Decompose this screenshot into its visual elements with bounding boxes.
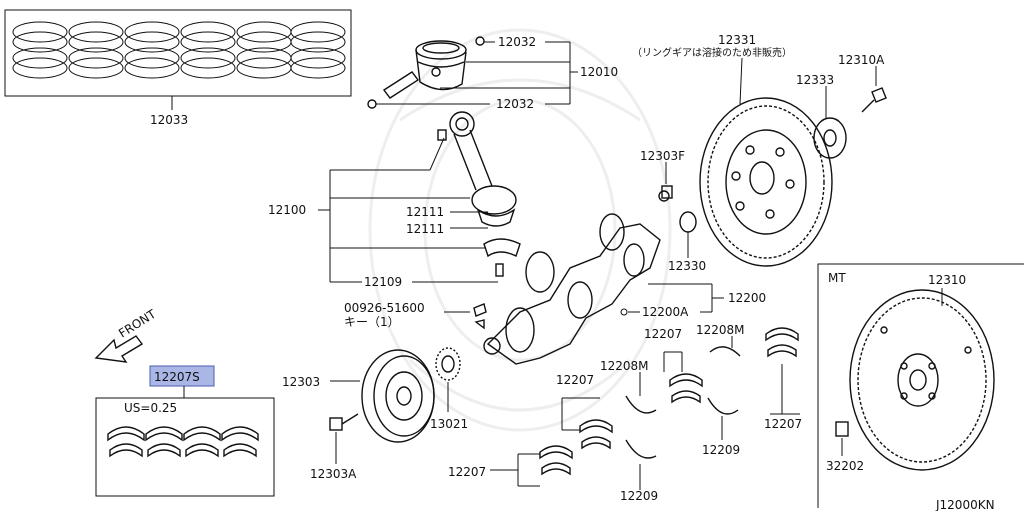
part-label-12207S[interactable]: 12207S [154, 370, 200, 384]
part-label-12200[interactable]: 12200 [728, 291, 766, 305]
part-label-12310A[interactable]: 12310A [838, 53, 885, 67]
piston-rings-box: 12033 [4, 9, 352, 127]
part-label-12200A[interactable]: 12200A [642, 305, 689, 319]
diagram-code: J12000KN [935, 498, 995, 511]
mt-flywheel-box: MT 12310 32202 [817, 263, 1024, 508]
part-label-12208M-a[interactable]: 12208M [600, 359, 649, 373]
part-label-12207-d[interactable]: 12207 [764, 417, 802, 431]
part-label-12330[interactable]: 12330 [668, 259, 706, 273]
flywheel-bolt-graphic [661, 87, 887, 199]
reinforcement-plate-graphic [813, 117, 847, 159]
part-label-12033[interactable]: 12033 [150, 113, 188, 127]
part-label-12032-bottom[interactable]: 12032 [496, 97, 534, 111]
part-label-13021[interactable]: 13021 [430, 417, 468, 431]
flywheel-leaders [665, 57, 877, 184]
watermark-logo [368, 28, 672, 432]
part-label-12333[interactable]: 12333 [796, 73, 834, 87]
piston-graphic [367, 36, 485, 109]
part-label-12207-c[interactable]: 12207 [448, 465, 486, 479]
part-label-12207-a[interactable]: 12207 [556, 373, 594, 387]
mt-label: MT [828, 271, 846, 285]
part-label-12109[interactable]: 12109 [364, 275, 402, 289]
pulley-bolt-graphic [329, 413, 359, 431]
front-label: FRONT [116, 307, 159, 341]
drive-plate-graphic [699, 97, 833, 267]
part-label-12032-top[interactable]: 12032 [498, 35, 536, 49]
crank-pulley-graphic [361, 349, 435, 443]
part-note-12331: （リングギアは溶接のため非販売） [632, 46, 792, 59]
part-label-32202[interactable]: 32202 [826, 459, 864, 473]
part-label-12209-a[interactable]: 12209 [702, 443, 740, 457]
piston-leaders [376, 41, 578, 105]
part-label-12303A[interactable]: 12303A [310, 467, 357, 481]
part-label-12010[interactable]: 12010 [580, 65, 618, 79]
mt-flywheel-graphic [849, 289, 995, 471]
part-label-12303F[interactable]: 12303F [640, 149, 685, 163]
part-label-12303[interactable]: 12303 [282, 375, 320, 389]
part-label-12111-b[interactable]: 12111 [406, 222, 444, 236]
main-bearing-set-graphic [107, 426, 259, 458]
connecting-rod-graphic [437, 111, 521, 277]
part-label-12208M-b[interactable]: 12208M [696, 323, 745, 337]
main-bearings-graphic [539, 327, 799, 476]
bearing-set-box: US=0.25 [95, 397, 275, 497]
piston-ring-set-graphic [12, 21, 346, 79]
crankshaft-leaders [444, 232, 724, 313]
us-size-note: US=0.25 [124, 401, 177, 415]
highlight-box-12207S[interactable] [149, 365, 215, 387]
part-label-00926-51600[interactable]: 00926-51600 [344, 301, 425, 315]
part-label-12310[interactable]: 12310 [928, 273, 966, 287]
pulley-leaders [330, 380, 449, 464]
connecting-rod-leaders [318, 137, 498, 283]
part-label-12111-a[interactable]: 12111 [406, 205, 444, 219]
key-graphic [473, 303, 487, 330]
pilot-bushing-graphic [835, 421, 849, 437]
part-label-12209-b[interactable]: 12209 [620, 489, 658, 503]
part-note-key: キー（1） [344, 315, 400, 329]
crankshaft-graphic [483, 190, 697, 365]
bearing-leaders [490, 336, 800, 490]
part-label-12331[interactable]: 12331 [718, 33, 756, 47]
thrust-washers-graphic [625, 346, 741, 459]
part-label-12207-b[interactable]: 12207 [644, 327, 682, 341]
front-arrow-icon [94, 335, 144, 363]
part-label-12100[interactable]: 12100 [268, 203, 306, 217]
crank-sprocket-graphic [435, 347, 461, 381]
